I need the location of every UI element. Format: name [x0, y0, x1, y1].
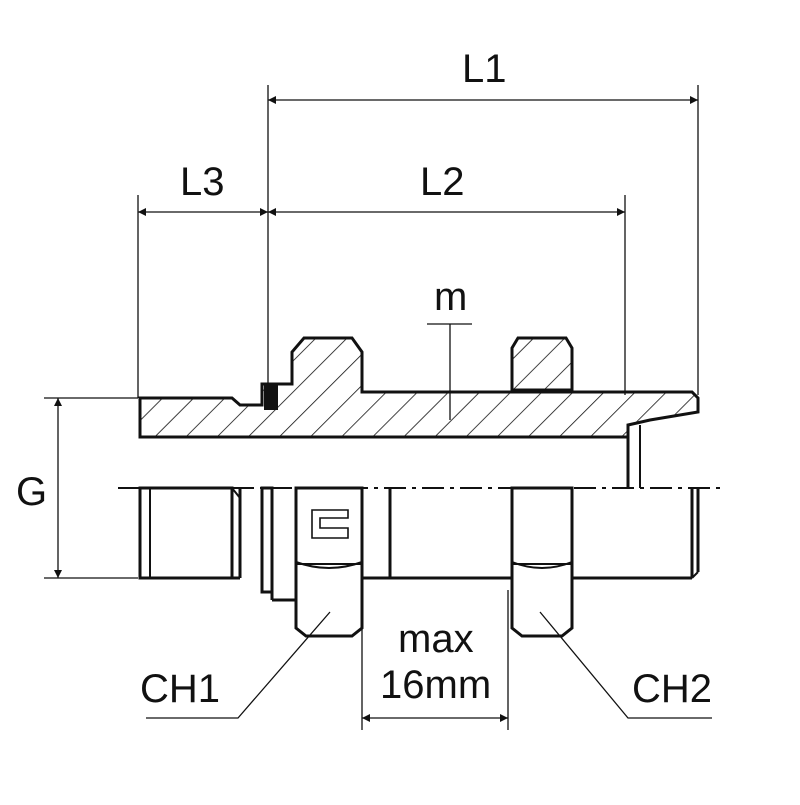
label-panel-thickness: 16mm — [380, 663, 491, 707]
label-panel-max: max — [398, 617, 474, 661]
label-l1: L1 — [462, 47, 507, 91]
body-section — [138, 336, 700, 439]
locknut-section — [510, 336, 574, 392]
exterior-lower-half — [138, 486, 700, 638]
left-thread — [138, 486, 234, 580]
label-ch2: CH2 — [632, 667, 712, 711]
label-l2: L2 — [420, 160, 465, 204]
label-g: G — [16, 470, 47, 514]
hex-ch2 — [510, 486, 574, 638]
label-m: m — [434, 275, 467, 319]
label-ch1: CH1 — [140, 667, 220, 711]
section-upper-half — [138, 323, 700, 488]
hex-leaders — [146, 611, 712, 719]
logo-mark — [311, 509, 349, 539]
seal-ring — [264, 385, 278, 410]
seal-washer — [260, 486, 274, 594]
dimension-lines — [54, 96, 698, 722]
label-l3: L3 — [180, 160, 225, 204]
